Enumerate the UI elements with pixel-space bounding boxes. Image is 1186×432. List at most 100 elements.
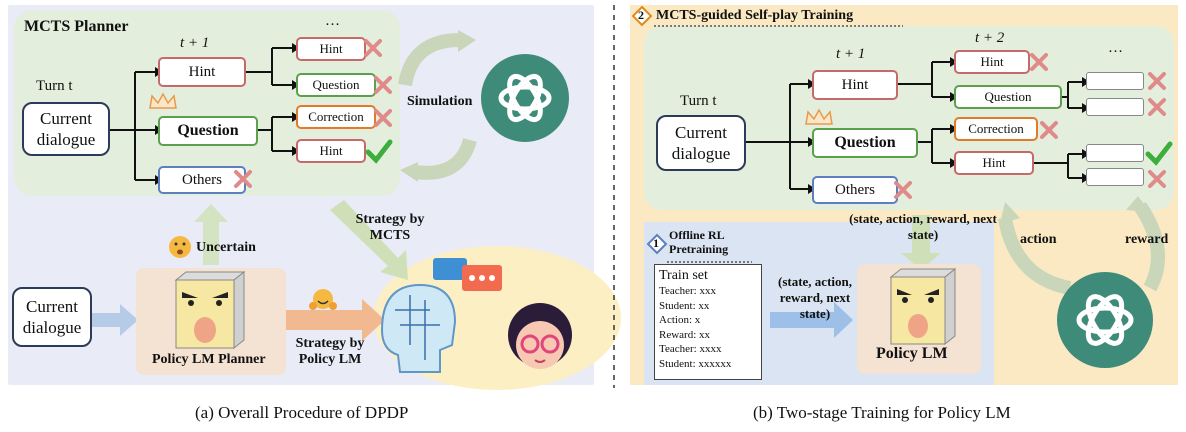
hint-leaf-node-b: Hint	[954, 50, 1030, 74]
cross-icon	[1148, 72, 1166, 90]
stage1-title: Offline RL Pretraining	[669, 228, 729, 256]
chat-bubbles-icon	[433, 258, 502, 291]
future-node	[1086, 72, 1144, 90]
hint-node-label: Hint	[188, 63, 216, 80]
student-avatar-icon	[508, 303, 572, 369]
cross-icon	[234, 170, 252, 188]
time-label-t1: t + 1	[180, 35, 210, 51]
ellipsis-b: …	[1108, 40, 1123, 56]
check-icon	[1145, 141, 1173, 166]
future-node	[1086, 98, 1144, 116]
crown-icon	[805, 108, 833, 125]
train-set-title: Train set	[659, 268, 708, 283]
train-set-line: Action: x	[659, 314, 701, 326]
correction-leaf-label-b: Correction	[968, 121, 1024, 136]
hugging-face-icon	[309, 289, 337, 310]
hint-node: Hint	[158, 57, 246, 87]
current-dialogue-node-b: Current dialogue	[656, 115, 746, 171]
train-set-card: Train set Teacher: xxx Student: xx Actio…	[654, 264, 762, 380]
others-node-b: Others	[812, 176, 898, 204]
correction-leaf-node-b: Correction	[954, 117, 1038, 141]
question-node-b: Question	[812, 128, 918, 158]
llm-logo-icon	[481, 54, 569, 142]
stage1-number: 1	[653, 236, 659, 250]
question-leaf-node: Question	[296, 73, 376, 97]
stage2-title: MCTS-guided Self-play Training	[656, 8, 854, 23]
current-dialogue-label: Current dialogue	[36, 109, 96, 149]
cross-icon	[374, 109, 392, 127]
cross-icon	[894, 181, 912, 199]
hint-leaf2-label-b: Hint	[982, 155, 1006, 170]
mcts-strategy-arrow	[330, 200, 408, 280]
strategy-mcts-label: Strategy by MCTS	[355, 212, 425, 243]
cross-icon	[1030, 53, 1048, 71]
future-node	[1086, 144, 1144, 162]
crown-icon	[149, 92, 177, 109]
turn-label-b: Turn t	[680, 93, 717, 109]
check-icon	[365, 139, 393, 164]
hint-leaf2-node: Hint	[296, 139, 366, 163]
others-node: Others	[158, 166, 246, 194]
hint-leaf2-node-b: Hint	[954, 151, 1034, 175]
stage2-diamond-icon	[631, 5, 653, 27]
question-leaf-label-b: Question	[984, 89, 1032, 104]
cross-icon	[374, 76, 392, 94]
current-dialogue-label-b: Current dialogue	[671, 123, 731, 163]
correction-leaf-label: Correction	[308, 109, 364, 124]
others-node-label-b: Others	[835, 181, 875, 198]
policy-lm-label: Policy LM	[876, 345, 948, 362]
action-reward-cycle	[998, 196, 1165, 295]
hint-leaf-label-b: Hint	[980, 54, 1004, 69]
turn-label: Turn t	[36, 78, 73, 94]
reward-label: reward	[1125, 232, 1169, 247]
caption-a: (a) Overall Procedure of DPDP	[195, 403, 409, 422]
strategy-policy-label: Strategy by Policy LM	[295, 336, 365, 367]
tuple-mid-label: (state, action, reward, next state)	[777, 274, 852, 321]
simulation-cycle-icon	[398, 30, 477, 182]
train-set-line: Teacher: xxx	[659, 285, 716, 297]
tuple-top-label: (state, action, reward, next state)	[849, 211, 997, 242]
cross-icon	[1148, 98, 1166, 116]
train-set-line: Reward: xx	[659, 328, 711, 341]
hint-leaf-node: Hint	[296, 37, 366, 61]
correction-leaf-node: Correction	[296, 105, 376, 129]
stage2-number: 2	[638, 8, 644, 22]
hint-leaf2-label: Hint	[319, 143, 343, 158]
question-node-label-b: Question	[834, 134, 896, 151]
policy-lm-face-icon	[889, 267, 957, 346]
question-node: Question	[158, 116, 258, 146]
current-dialogue-bottom-label: Current dialogue	[22, 297, 82, 337]
time-label-t1-b: t + 1	[836, 46, 866, 62]
train-set-line: Student: xxxxxx	[659, 357, 732, 370]
policy-planner-label: Policy LM Planner	[152, 352, 266, 367]
current-dialogue-bottom-node: Current dialogue	[12, 287, 92, 347]
cross-icon	[364, 39, 382, 57]
policy-strategy-arrow	[285, 299, 385, 341]
uncertain-arrow	[194, 204, 228, 265]
caption-b: (b) Two-stage Training for Policy LM	[753, 403, 1011, 422]
uncertain-face-icon	[169, 236, 191, 258]
hint-node-label-b: Hint	[841, 76, 869, 93]
cross-icon	[1040, 121, 1058, 139]
llm-logo-icon	[1057, 272, 1153, 368]
hint-leaf-label: Hint	[319, 41, 343, 56]
question-leaf-label: Question	[312, 77, 360, 92]
train-set-line: Teacher: xxxx	[659, 343, 722, 355]
current-dialogue-node: Current dialogue	[22, 102, 110, 156]
input-arrow	[92, 304, 138, 336]
policy-lm-face-icon	[174, 270, 246, 350]
ellipsis: …	[325, 13, 340, 29]
future-node	[1086, 168, 1144, 186]
mcts-planner-title: MCTS Planner	[24, 18, 129, 35]
question-leaf-node-b: Question	[954, 85, 1062, 109]
cross-icon	[1148, 170, 1166, 188]
stage1-diamond-icon	[646, 233, 668, 255]
simulation-label: Simulation	[407, 94, 473, 109]
others-node-label: Others	[182, 171, 222, 188]
training-tuple-arrow	[901, 215, 941, 270]
